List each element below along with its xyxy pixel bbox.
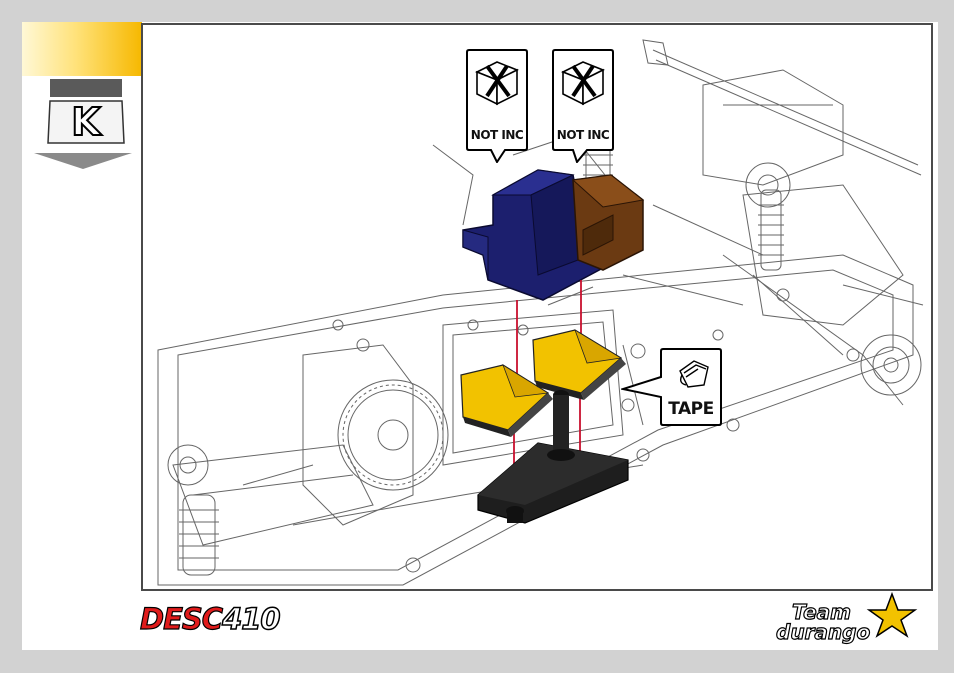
not-included-callout-2: NOT INC <box>551 48 615 163</box>
manual-page: K <box>22 22 938 650</box>
step-letter: K <box>50 101 122 143</box>
not-included-callout-1: NOT INC <box>465 48 529 163</box>
crossed-out-box-icon <box>477 62 517 104</box>
star-icon <box>869 594 915 636</box>
down-arrow-icon <box>34 153 132 169</box>
model-logo: DESC410 <box>140 602 280 636</box>
not-included-label-1: NOT INC <box>465 128 529 142</box>
brand-logo-line2: durango <box>776 620 870 644</box>
section-color-tab <box>22 22 142 76</box>
chassis-illustration <box>143 25 931 589</box>
brand-logo: Team durango <box>770 592 920 648</box>
not-included-label-2: NOT INC <box>551 128 615 142</box>
crossed-out-box-icon <box>563 62 603 104</box>
model-logo-number: 410 <box>222 602 280 636</box>
tape-label: TAPE <box>661 399 721 419</box>
tape-callout: TAPE <box>621 347 723 429</box>
illustration-frame: NOT INC NOT INC <box>141 23 933 591</box>
esc-box <box>573 175 643 270</box>
step-marker: K <box>32 79 134 171</box>
tape-pad-right <box>533 330 626 400</box>
model-logo-prefix: DESC <box>140 602 222 636</box>
